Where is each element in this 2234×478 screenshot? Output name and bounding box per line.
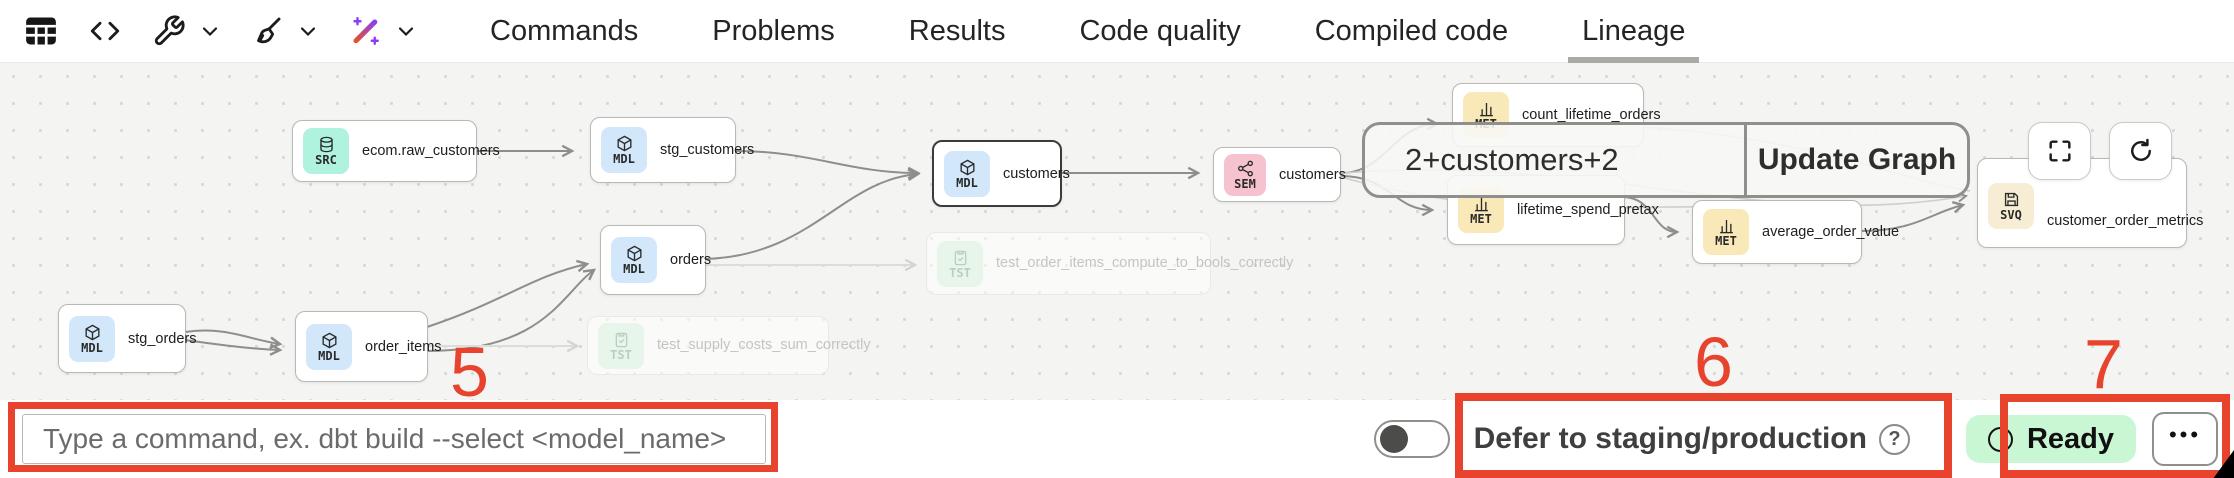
- cube-icon: [615, 134, 634, 153]
- node-label: test_supply_costs_sum_correctly: [657, 337, 871, 353]
- cube-icon: [625, 244, 644, 263]
- node-ecom-raw-customers[interactable]: SRC ecom.raw_customers: [292, 120, 500, 182]
- node-label: customers: [1279, 166, 1346, 183]
- node-label: test_order_items_compute_to_bools_correc…: [996, 255, 1294, 271]
- clipboard-check-icon: [612, 330, 631, 349]
- model-badge: MDL: [611, 237, 657, 283]
- chevron-down-icon[interactable]: [198, 19, 222, 43]
- magic-wand-icon[interactable]: [346, 12, 384, 50]
- node-label: orders: [670, 252, 712, 268]
- tab-problems[interactable]: Problems: [712, 14, 835, 47]
- lineage-selector-input[interactable]: 2+customers+2: [1405, 142, 1619, 177]
- refresh-button[interactable]: [2109, 122, 2172, 180]
- chevron-down-icon[interactable]: [296, 19, 320, 43]
- bar-chart-icon: [1717, 216, 1736, 235]
- node-label: customers: [1003, 165, 1070, 182]
- lineage-canvas[interactable]: SRC ecom.raw_customers MDL stg_customers…: [0, 63, 2234, 400]
- panel-tabs: Commands Problems Results Code quality C…: [484, 0, 1700, 63]
- tab-results[interactable]: Results: [908, 14, 1006, 47]
- refresh-icon: [2130, 138, 2151, 161]
- node-label: customer_order_metrics: [2047, 213, 2204, 229]
- node-label: order_items: [365, 338, 442, 355]
- node-order-items[interactable]: MDL order_items: [295, 311, 442, 382]
- share-network-icon: [1236, 159, 1255, 178]
- source-badge: SRC: [303, 128, 349, 174]
- saved-query-badge: SVQ: [1988, 183, 2034, 229]
- cube-icon: [320, 331, 339, 350]
- table-icon[interactable]: [22, 12, 60, 50]
- database-icon: [317, 135, 336, 154]
- node-label: stg_orders: [128, 330, 197, 347]
- test-badge: TST: [937, 240, 983, 287]
- metric-badge: MET: [1703, 209, 1749, 255]
- node-stg-orders[interactable]: MDL stg_orders: [58, 304, 197, 373]
- model-badge: MDL: [69, 315, 115, 362]
- help-icon[interactable]: ?: [1878, 423, 1910, 455]
- update-graph-button[interactable]: Update Graph: [1744, 125, 1967, 195]
- model-badge: MDL: [944, 150, 990, 197]
- node-label: stg_customers: [660, 142, 755, 158]
- semantic-badge: SEM: [1224, 153, 1266, 196]
- defer-label: Defer to staging/production: [1473, 422, 1867, 455]
- node-label: ecom.raw_customers: [362, 143, 500, 159]
- node-customers-semantic[interactable]: SEM customers: [1213, 147, 1346, 202]
- tab-compiled-code[interactable]: Compiled code: [1314, 14, 1509, 47]
- cube-icon: [958, 158, 977, 177]
- node-test-order-items[interactable]: TST test_order_items_compute_to_bools_co…: [926, 232, 1294, 295]
- clipboard-check-icon: [951, 248, 970, 267]
- node-label: count_lifetime_orders: [1522, 107, 1661, 123]
- cube-icon: [83, 323, 102, 342]
- build-tool-group: [150, 12, 222, 50]
- save-icon: [2002, 190, 2021, 209]
- tab-lineage[interactable]: Lineage: [1568, 0, 1700, 63]
- ready-status-button[interactable]: Ready: [1965, 415, 2136, 463]
- tab-code-quality[interactable]: Code quality: [1079, 14, 1241, 47]
- node-stg-customers[interactable]: MDL stg_customers: [590, 117, 754, 183]
- toggle-knob: [1379, 425, 1408, 453]
- toolbar: [0, 12, 418, 50]
- code-icon[interactable]: [86, 12, 124, 50]
- more-options-button[interactable]: •••: [2152, 412, 2218, 466]
- node-average-order-value[interactable]: MET average_order_value: [1692, 200, 1899, 264]
- node-test-supply-costs[interactable]: TST test_supply_costs_sum_correctly: [587, 316, 871, 375]
- chevron-down-icon[interactable]: [394, 19, 418, 43]
- ellipsis-icon: •••: [2168, 422, 2202, 447]
- node-label: average_order_value: [1762, 224, 1900, 240]
- ai-tool-group: [346, 12, 418, 50]
- model-badge: MDL: [601, 127, 647, 173]
- fullscreen-icon: [2048, 140, 2071, 162]
- broom-icon[interactable]: [248, 12, 286, 50]
- tab-commands[interactable]: Commands: [490, 14, 639, 47]
- bottom-right-group: Defer to staging/production ? Ready •••: [1373, 400, 2218, 478]
- node-customers-model[interactable]: MDL customers: [932, 140, 1070, 207]
- node-orders[interactable]: MDL orders: [600, 225, 711, 295]
- status-label: Ready: [2026, 422, 2114, 455]
- format-tool-group: [248, 12, 320, 50]
- model-badge: MDL: [306, 323, 352, 370]
- lineage-selector-overlay: 2+customers+2 Update Graph: [1362, 122, 1970, 198]
- test-badge: TST: [598, 322, 644, 369]
- command-input[interactable]: [22, 414, 766, 464]
- bottom-bar: Defer to staging/production ? Ready •••: [0, 400, 2234, 478]
- wrench-icon[interactable]: [150, 12, 188, 50]
- fullscreen-button[interactable]: [2028, 122, 2091, 180]
- header-bar: Commands Problems Results Code quality C…: [0, 0, 2234, 63]
- status-circle-icon: [1987, 426, 2013, 452]
- node-label: lifetime_spend_pretax: [1517, 202, 1659, 218]
- bar-chart-icon: [1477, 99, 1496, 118]
- defer-toggle[interactable]: [1373, 420, 1450, 458]
